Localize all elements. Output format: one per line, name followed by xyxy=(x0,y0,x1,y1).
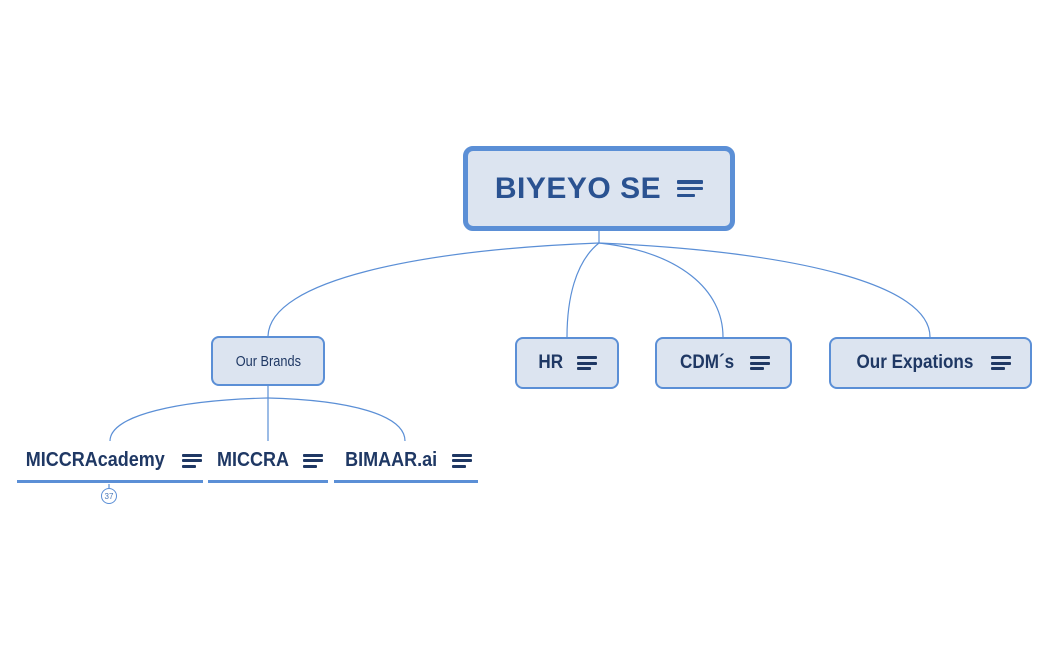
topic-hr-label: HR xyxy=(538,352,564,373)
notes-icon[interactable] xyxy=(991,356,1012,370)
connector-brands-academy xyxy=(109,397,269,442)
connector-root-expations xyxy=(598,242,931,338)
topic-our-brands-label: Our Brands xyxy=(235,352,301,370)
topic-miccracademy-label: MICCRAcademy xyxy=(25,449,165,471)
notes-icon[interactable] xyxy=(749,356,770,370)
notes-icon[interactable] xyxy=(182,453,203,468)
topic-cdms-label: CDM´s xyxy=(680,352,735,373)
collapsed-count-badge[interactable]: 37 xyxy=(101,488,117,504)
topic-miccra-label: MICCRA xyxy=(217,449,289,471)
root-topic[interactable]: BIYEYO SE xyxy=(463,146,735,231)
connector-root-hr xyxy=(566,242,600,338)
topic-bimaar-ai[interactable]: BIMAAR.ai xyxy=(334,441,478,483)
root-topic-label: BIYEYO SE xyxy=(494,171,662,205)
topic-our-brands[interactable]: Our Brands xyxy=(211,336,325,386)
topic-hr[interactable]: HR xyxy=(515,337,619,389)
notes-icon[interactable] xyxy=(576,356,597,370)
notes-icon[interactable] xyxy=(452,453,473,468)
topic-our-expations-label: Our Expations xyxy=(856,352,973,373)
connector-root-cdm xyxy=(598,242,724,338)
connector-brands-bimaar xyxy=(267,397,406,442)
topic-bimaar-ai-label: BIMAAR.ai xyxy=(344,449,437,471)
topic-miccracademy[interactable]: MICCRAcademy xyxy=(17,441,203,483)
topic-miccra[interactable]: MICCRA xyxy=(208,441,328,483)
connector-root-brands xyxy=(267,242,600,337)
notes-icon[interactable] xyxy=(677,180,704,197)
notes-icon[interactable] xyxy=(303,453,323,468)
topic-cdms[interactable]: CDM´s xyxy=(655,337,792,389)
topic-our-expations[interactable]: Our Expations xyxy=(829,337,1032,389)
